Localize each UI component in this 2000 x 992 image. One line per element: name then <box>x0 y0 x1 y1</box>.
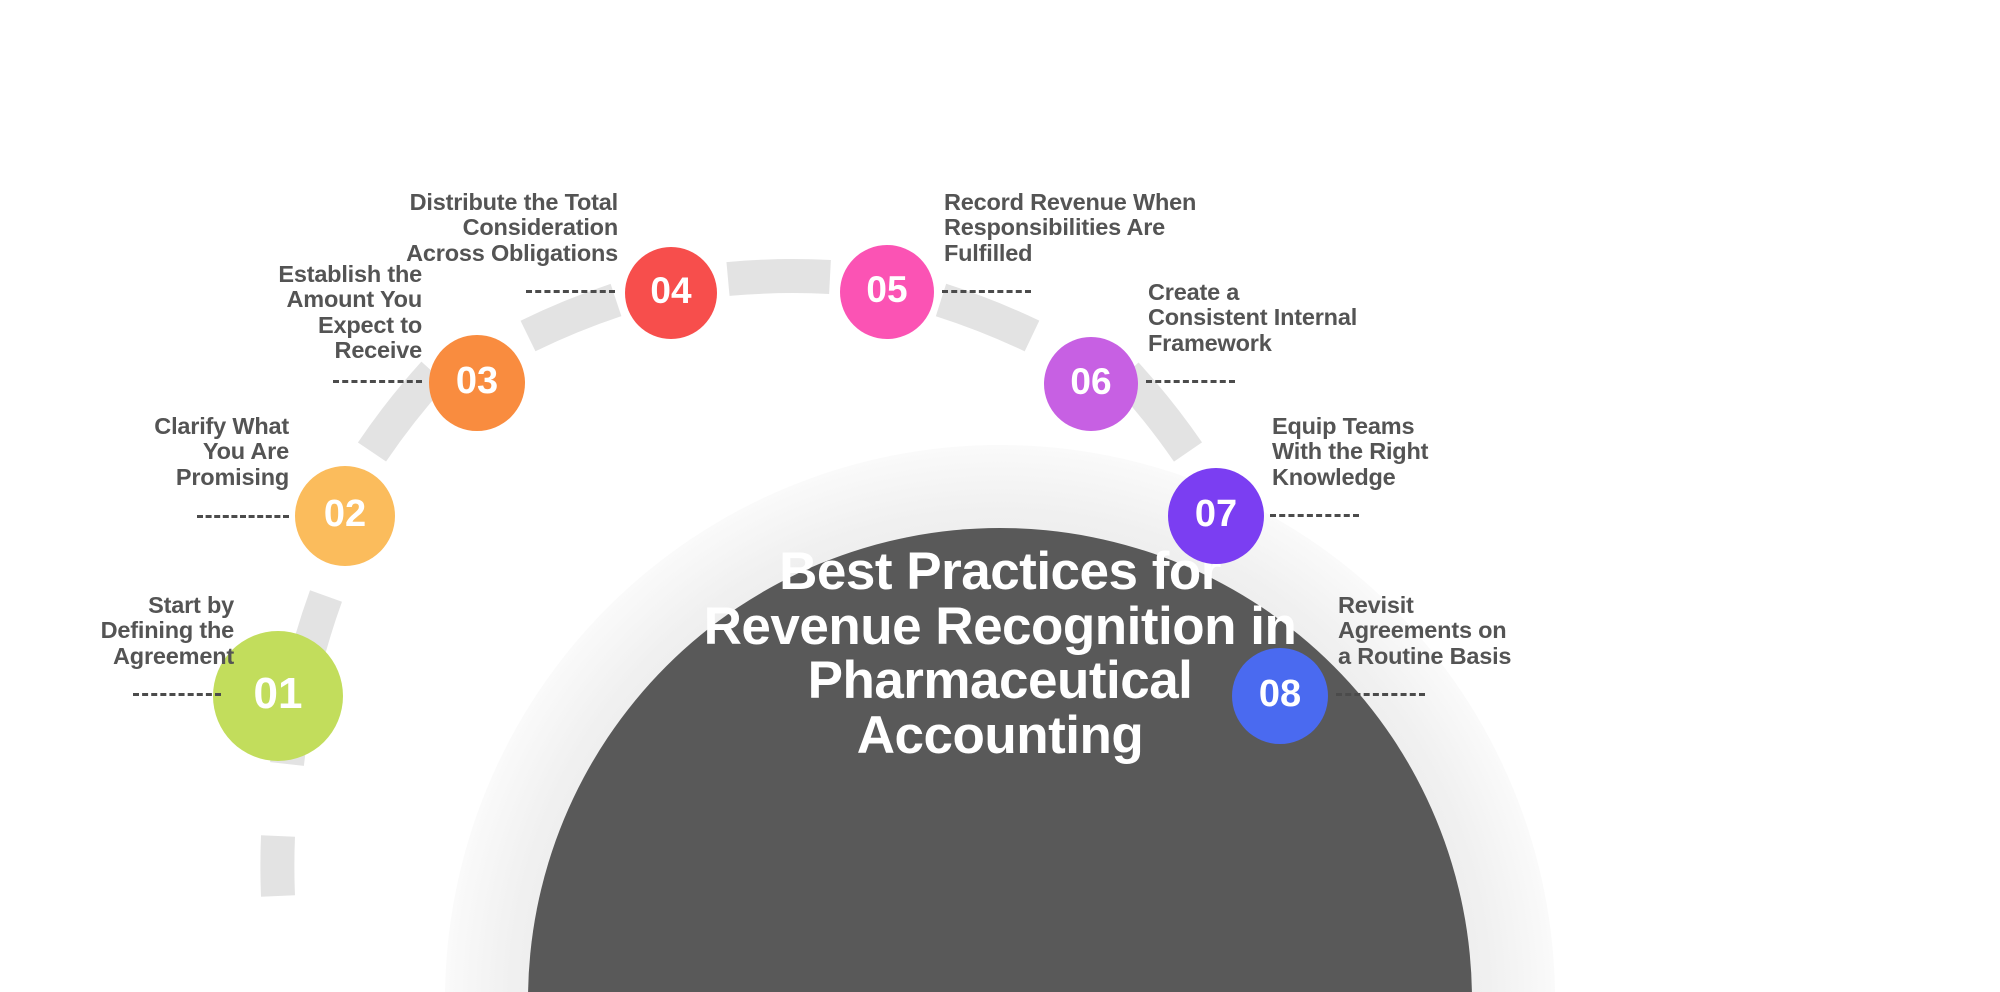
step-label-04: Distribute the Total Consideration Acros… <box>380 189 618 266</box>
step-circle-05[interactable]: 05 <box>840 245 934 339</box>
step-circle-07[interactable]: 07 <box>1168 468 1264 564</box>
step-label-03-text: Establish the Amount You Expect to Recei… <box>278 261 422 364</box>
step-label-04-text: Distribute the Total Consideration Acros… <box>406 189 618 266</box>
step-label-07-text: Equip Teams With the Right Knowledge <box>1272 413 1429 490</box>
step-number-03: 03 <box>455 359 499 402</box>
step-number-02: 02 <box>323 492 367 535</box>
step-rule-05 <box>942 290 1031 293</box>
step-rule-02 <box>197 515 289 518</box>
step-label-08: Revisit Agreements on a Routine Basis <box>1338 592 1588 669</box>
step-label-02-text: Clarify What You Are Promising <box>154 413 289 490</box>
step-label-05: Record Revenue When Responsibilities Are… <box>944 189 1206 266</box>
step-number-07: 07 <box>1194 492 1238 535</box>
step-rule-01 <box>133 693 221 696</box>
step-number-04: 04 <box>650 270 692 311</box>
step-label-08-text: Revisit Agreements on a Routine Basis <box>1338 592 1512 669</box>
step-number-06: 06 <box>1070 361 1112 402</box>
step-number-05: 05 <box>866 269 908 310</box>
step-circle-03[interactable]: 03 <box>429 335 525 431</box>
step-rule-07 <box>1270 514 1359 517</box>
step-circle-06[interactable]: 06 <box>1044 337 1138 431</box>
step-circle-04[interactable]: 04 <box>625 247 717 339</box>
step-label-06-text: Create a Consistent Internal Framework <box>1148 279 1358 356</box>
step-rule-03 <box>333 380 422 383</box>
step-circle-02[interactable]: 02 <box>295 466 395 566</box>
step-label-06: Create a Consistent Internal Framework <box>1148 279 1408 356</box>
step-rule-06 <box>1146 380 1235 383</box>
step-label-05-text: Record Revenue When Responsibilities Are… <box>944 189 1197 266</box>
step-rule-04 <box>526 290 615 293</box>
step-label-02: Clarify What You Are Promising <box>55 413 289 490</box>
step-label-01-text: Start by Defining the Agreement <box>100 592 235 669</box>
step-number-01: 01 <box>253 669 303 718</box>
step-circle-08[interactable]: 08 <box>1232 648 1328 744</box>
step-rule-08 <box>1336 693 1425 696</box>
step-label-03: Establish the Amount You Expect to Recei… <box>188 261 422 364</box>
step-number-08: 08 <box>1258 672 1302 715</box>
hub-disc <box>528 528 1472 992</box>
step-label-01: Start by Defining the Agreement <box>0 592 235 669</box>
step-circle-01[interactable]: 01 <box>213 631 343 761</box>
step-label-07: Equip Teams With the Right Knowledge <box>1272 413 1516 490</box>
